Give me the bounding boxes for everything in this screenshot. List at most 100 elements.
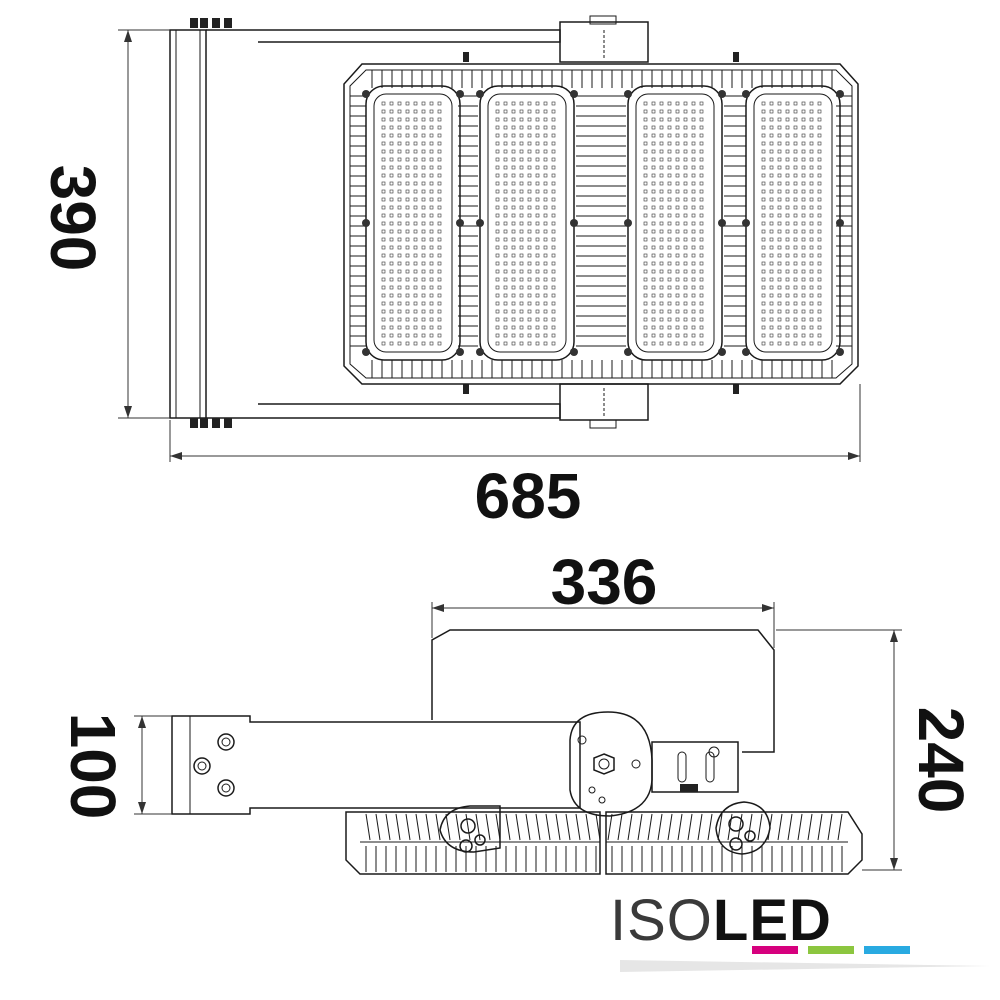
led-dot [777, 149, 782, 154]
led-dot [675, 173, 680, 178]
led-dot [503, 341, 508, 346]
led-dot [503, 293, 508, 298]
led-dot [535, 245, 540, 250]
led-dot [503, 325, 508, 330]
led-dot [761, 333, 766, 338]
led-dot [691, 269, 696, 274]
led-dot [643, 277, 648, 282]
led-dot [421, 261, 426, 266]
module-screw [742, 90, 750, 98]
led-dot [389, 149, 394, 154]
led-dot [683, 125, 688, 130]
led-dot [389, 285, 394, 290]
led-dot [503, 125, 508, 130]
led-dot [699, 109, 704, 114]
led-dot [389, 245, 394, 250]
led-dot [801, 117, 806, 122]
led-dot [437, 125, 442, 130]
fin [585, 813, 591, 841]
led-dot [667, 133, 672, 138]
led-dot [699, 277, 704, 282]
led-dot [405, 189, 410, 194]
led-dot [543, 205, 548, 210]
led-dot [785, 189, 790, 194]
module-screw [836, 219, 844, 227]
led-dot [543, 197, 548, 202]
led-dot [777, 317, 782, 322]
led-dot [397, 109, 402, 114]
led-dot [785, 157, 790, 162]
led-dot [691, 293, 696, 298]
led-dot [551, 173, 556, 178]
led-dot [651, 333, 656, 338]
led-dot [511, 149, 516, 154]
led-dot [667, 141, 672, 146]
led-dot [691, 149, 696, 154]
led-dot [405, 333, 410, 338]
led-dot [527, 317, 532, 322]
led-dot [809, 269, 814, 274]
led-dot [519, 133, 524, 138]
fin [747, 813, 753, 841]
led-dot [793, 261, 798, 266]
led-dot [761, 277, 766, 282]
led-dot [777, 245, 782, 250]
led-dot [793, 173, 798, 178]
led-dot [651, 293, 656, 298]
led-dot [405, 149, 410, 154]
led-dot [511, 197, 516, 202]
led-dot [817, 149, 822, 154]
led-dot [777, 261, 782, 266]
led-dot [801, 285, 806, 290]
led-dot [519, 165, 524, 170]
led-dot [421, 125, 426, 130]
led-dot [429, 341, 434, 346]
led-dot [809, 205, 814, 210]
led-dot [519, 309, 524, 314]
module-screw [362, 219, 370, 227]
led-dot [527, 229, 532, 234]
led-dot [761, 189, 766, 194]
led-dot [389, 205, 394, 210]
led-dot [809, 261, 814, 266]
led-dot [761, 285, 766, 290]
led-dot [551, 253, 556, 258]
led-dot [777, 205, 782, 210]
led-dot [535, 189, 540, 194]
led-dot [397, 317, 402, 322]
led-dot [817, 285, 822, 290]
led-dot [699, 197, 704, 202]
fin [697, 813, 703, 841]
led-dot [413, 317, 418, 322]
led-dot [503, 205, 508, 210]
led-dot [535, 133, 540, 138]
led-dot [527, 149, 532, 154]
led-dot [801, 189, 806, 194]
led-dot [793, 165, 798, 170]
led-dot [675, 197, 680, 202]
led-dot [495, 125, 500, 130]
led-dot [683, 197, 688, 202]
led-dot [809, 253, 814, 258]
led-dot [667, 317, 672, 322]
led-dot [777, 213, 782, 218]
fin [777, 813, 783, 841]
led-dot [413, 141, 418, 146]
led-dot [503, 333, 508, 338]
led-dot [683, 325, 688, 330]
led-dot [413, 253, 418, 258]
led-dot [801, 205, 806, 210]
led-dot [769, 133, 774, 138]
led-dot [413, 149, 418, 154]
led-dot [699, 149, 704, 154]
led-dot [503, 181, 508, 186]
led-dot [675, 157, 680, 162]
led-dot [381, 269, 386, 274]
fin [395, 813, 401, 841]
led-dot [405, 157, 410, 162]
led-dot [793, 221, 798, 226]
led-dot [397, 261, 402, 266]
led-dot [761, 253, 766, 258]
led-dot [503, 149, 508, 154]
